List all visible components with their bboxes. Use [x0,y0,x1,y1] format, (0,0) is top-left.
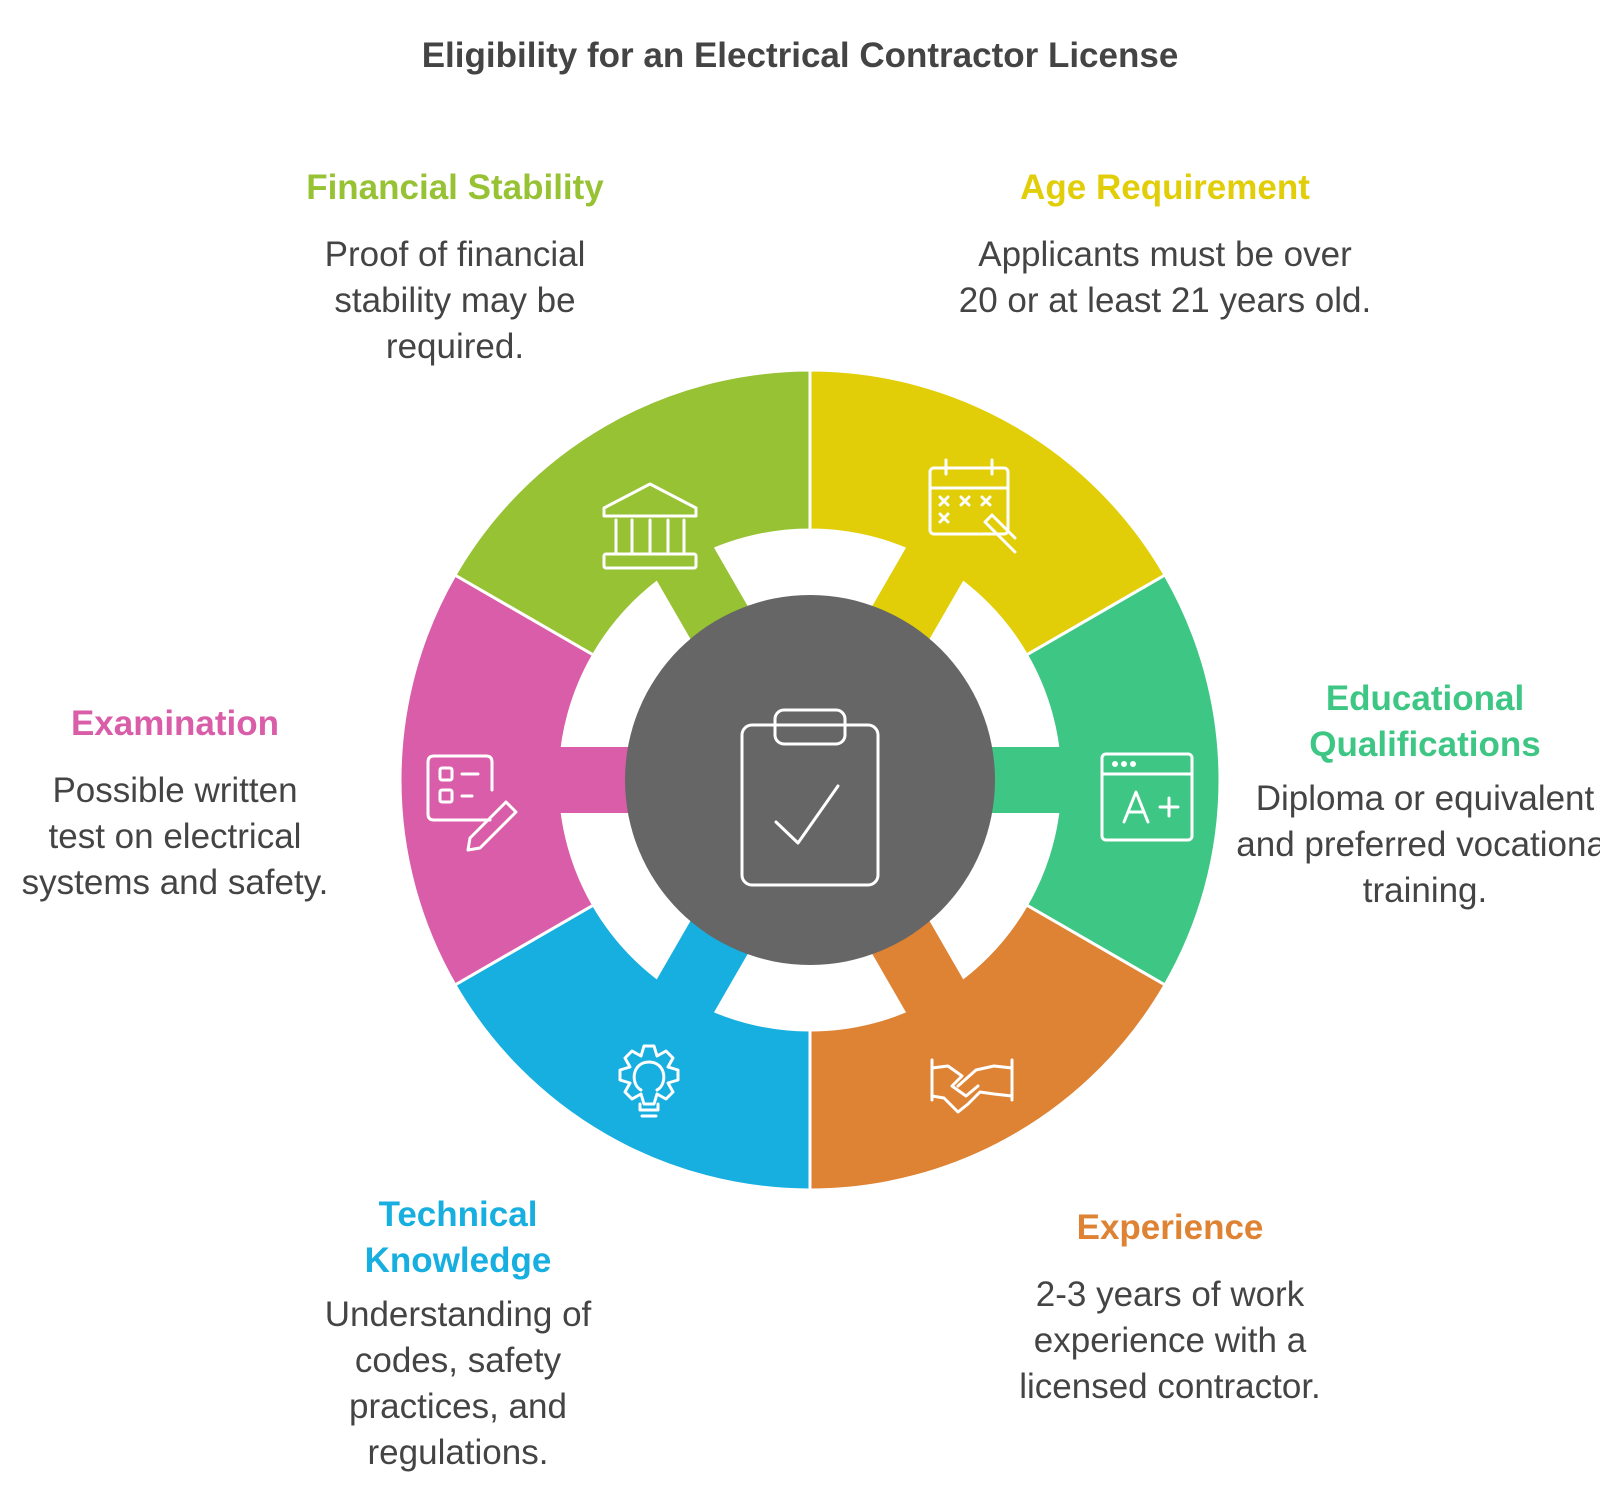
bank-icon [602,482,698,570]
segment-heading: Technical Knowledge [364,1195,552,1280]
segment-description: 2-3 years of work experience with a lice… [1019,1275,1321,1406]
segment-description: Possible written test on electrical syst… [21,771,329,902]
segment-education [1024,572,1222,988]
handshake-icon [930,1058,1014,1114]
clipboard-check-icon [740,708,880,887]
segment-heading: Experience [1076,1208,1264,1247]
segment-heading: Examination [70,704,280,743]
segment-heading: Age Requirement [1020,168,1310,207]
segment-label-financial: Financial Stability Proof of financial s… [290,164,620,370]
segment-examination [398,572,596,988]
connector-examination [556,747,632,813]
segment-label-experience: Experience 2-3 years of work experience … [1010,1204,1330,1410]
segment-heading: Educational Qualifications [1309,679,1541,764]
segment-description: Understanding of codes, safety practices… [324,1295,592,1472]
segment-label-technical: Technical Knowledge Understanding of cod… [298,1192,618,1476]
calendar-icon [928,458,1017,554]
segment-technical [452,902,812,1192]
segment-description: Proof of financial stability may be requ… [324,235,586,366]
page-title: Eligibility for an Electrical Contractor… [421,36,1179,75]
segment-financial [452,368,812,658]
segment-label-examination: Examination Possible written test on ele… [20,700,330,906]
grade-a-plus-icon [1100,752,1194,842]
segment-label-education: Educational Qualifications Diploma or eq… [1230,676,1600,914]
center-circle [625,595,995,965]
segment-description: Diploma or equivalent and preferred voca… [1236,779,1600,910]
gear-lightbulb-icon [618,1044,680,1118]
segment-label-age: Age Requirement Applicants must be over … [955,164,1375,324]
connector-education [988,747,1064,813]
segment-heading: Financial Stability [306,168,604,207]
checklist-pencil-icon [426,754,518,852]
segment-experience [808,902,1168,1192]
segment-description: Applicants must be over 20 or at least 2… [958,235,1372,320]
segment-age [808,368,1168,658]
